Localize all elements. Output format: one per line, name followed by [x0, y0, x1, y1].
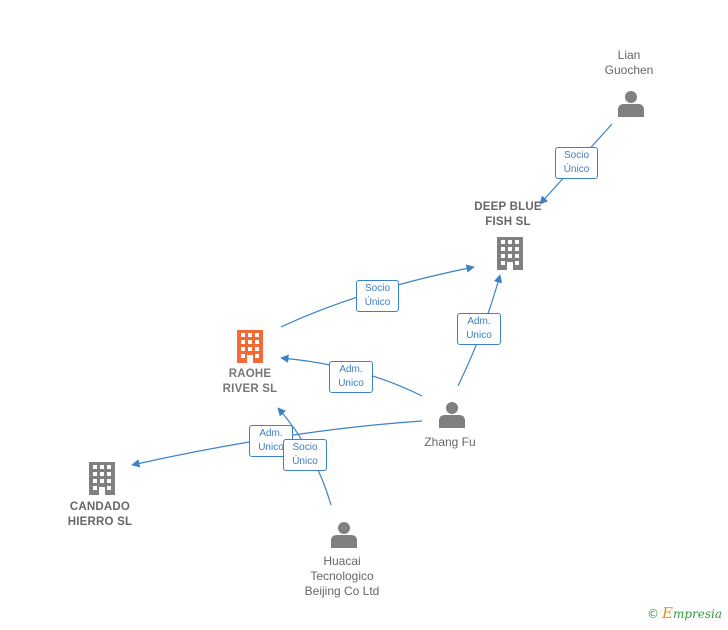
node-label-candado-hierro[interactable]: CANDADO HIERRO SL — [67, 501, 133, 528]
edge-label-socio-unico: Socio Único — [555, 147, 598, 179]
edge-label-adm-unico: Adm. Unico — [329, 361, 373, 393]
edge-label-socio-unico: Socio Único — [283, 439, 327, 471]
node-label-lian-guochen[interactable]: Lian Guochen — [604, 48, 654, 77]
copyright-symbol: © — [646, 607, 659, 621]
brand-initial: E — [661, 604, 673, 622]
building-icon[interactable] — [237, 330, 263, 363]
node-label-raohe-river[interactable]: RAOHE RIVER SL — [222, 368, 278, 395]
empresia-logo: ©Empresia — [647, 604, 722, 622]
node-label-zhang-fu[interactable]: Zhang Fu — [424, 435, 476, 449]
person-icon[interactable] — [439, 402, 465, 428]
edge-label-adm-unico: Adm. Unico — [457, 313, 501, 345]
building-icon[interactable] — [89, 462, 115, 495]
node-label-deep-blue-fish[interactable]: DEEP BLUE FISH SL — [474, 201, 542, 228]
node-label-huacai[interactable]: Huacai Tecnologico Beijing Co Ltd — [304, 554, 380, 598]
brand-name: mpresia — [672, 607, 722, 621]
person-icon[interactable] — [331, 522, 357, 548]
building-icon[interactable] — [497, 237, 523, 270]
person-icon[interactable] — [618, 91, 644, 117]
edge-label-socio-unico: Socio Único — [356, 280, 399, 312]
